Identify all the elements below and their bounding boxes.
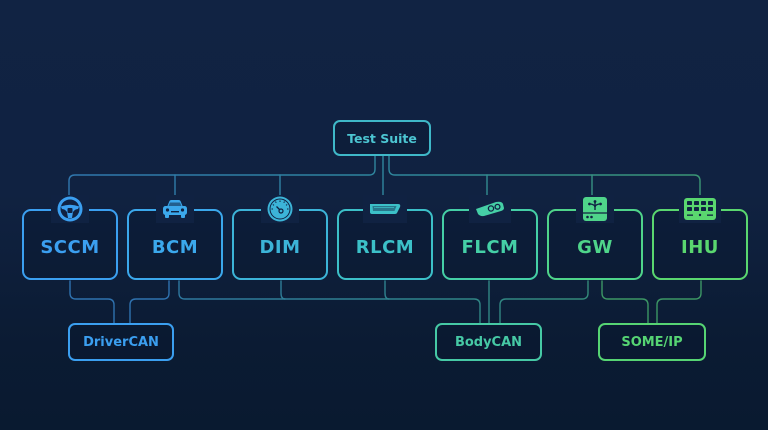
bus-label-drivercan: DriverCAN	[83, 334, 159, 350]
ecu-label-ihu: IHU	[681, 237, 719, 258]
ecu-label-dim: DIM	[259, 237, 301, 258]
headlight-icon	[469, 195, 511, 223]
speedometer-icon	[261, 195, 299, 223]
ecu-node-rlcm[interactable]: RLCM	[337, 195, 433, 280]
steering-wheel-icon	[51, 195, 89, 223]
gateway-router-icon	[576, 195, 614, 223]
ecu-node-gw[interactable]: GW	[547, 195, 643, 280]
test-suite-node[interactable]: Test Suite	[333, 120, 431, 156]
bodycan-link-rlcm	[384, 280, 390, 300]
bus-label-bodycan: BodyCAN	[454, 334, 523, 350]
ecu-node-ihu[interactable]: IHU	[652, 195, 748, 280]
infotainment-grid-icon	[679, 195, 721, 223]
ecu-node-bcm[interactable]: BCM	[127, 195, 223, 280]
someip-link-ihu	[656, 280, 702, 324]
suite-link-left	[68, 155, 376, 197]
ecu-label-bcm: BCM	[151, 237, 199, 258]
someip-link-gw	[601, 280, 649, 324]
bodycan-link-bcm	[178, 280, 481, 324]
drivercan-link-bcm	[129, 280, 170, 324]
bus-node-someip[interactable]: SOME/IP	[598, 323, 706, 361]
bus-node-bodycan[interactable]: BodyCAN	[435, 323, 542, 361]
bus-node-drivercan[interactable]: DriverCAN	[68, 323, 174, 361]
bus-label-someip: SOME/IP	[621, 334, 683, 350]
ecu-node-sccm[interactable]: SCCM	[22, 195, 118, 280]
suite-link-right	[388, 155, 701, 197]
rear-light-icon	[363, 195, 407, 223]
ecu-label-gw: GW	[577, 237, 613, 258]
bodycan-link-gw	[499, 280, 589, 324]
car-front-icon	[156, 195, 194, 223]
ecu-label-flcm: FLCM	[461, 237, 519, 258]
ecu-node-dim[interactable]: DIM	[232, 195, 328, 280]
ecu-label-rlcm: RLCM	[355, 237, 415, 258]
bodycan-link-dim	[280, 280, 286, 300]
drivercan-link-sccm	[69, 280, 115, 324]
ecu-label-sccm: SCCM	[40, 237, 100, 258]
ecu-node-flcm[interactable]: FLCM	[442, 195, 538, 280]
test-suite-label: Test Suite	[347, 130, 417, 146]
